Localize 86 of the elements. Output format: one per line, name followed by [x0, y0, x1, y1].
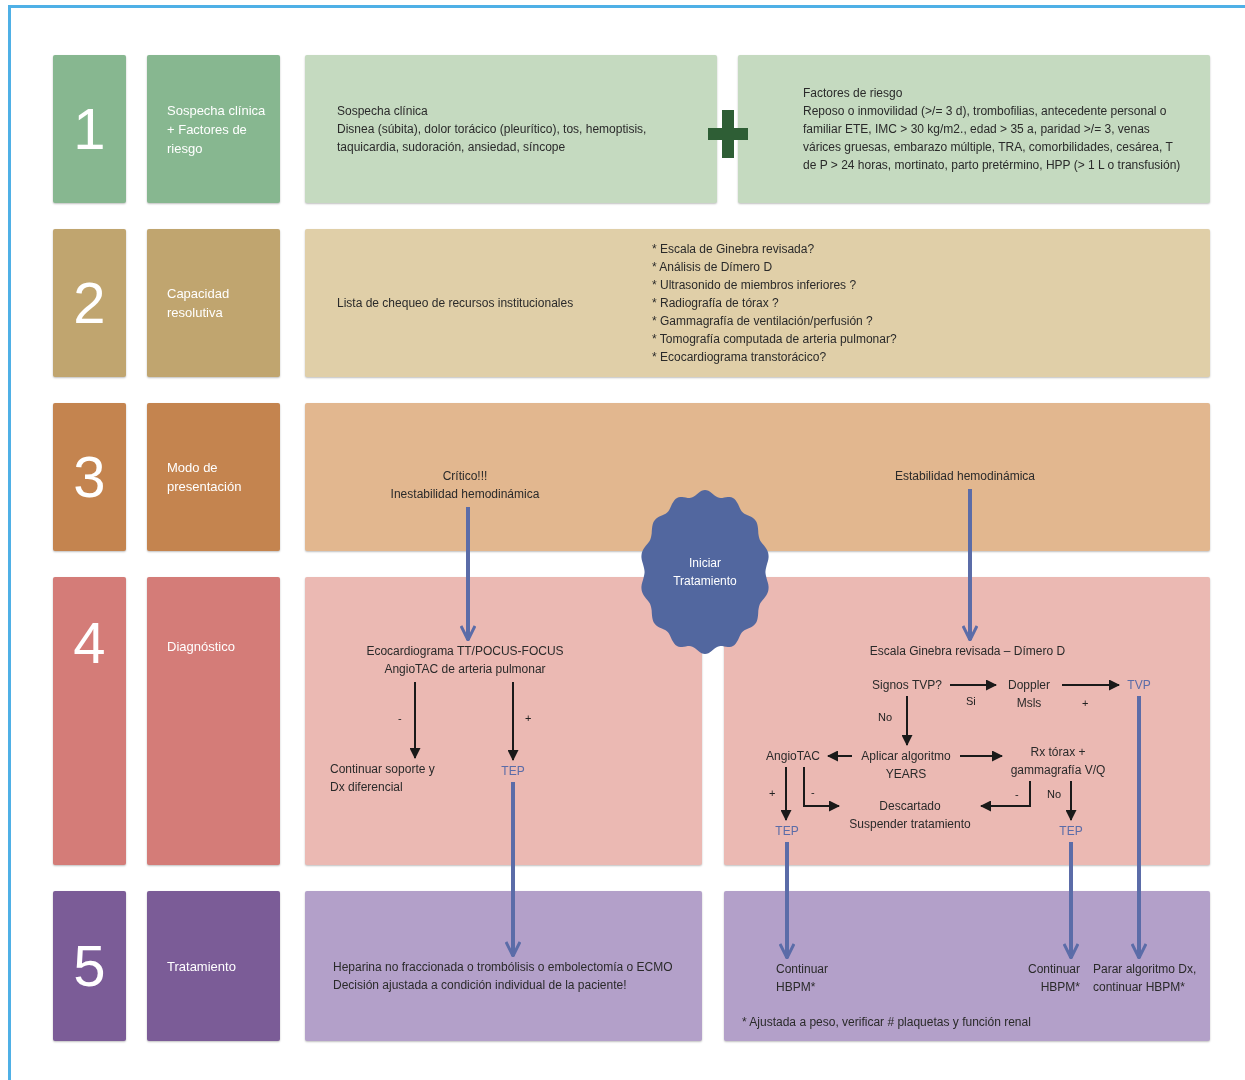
flow-text: TEP	[772, 822, 802, 840]
arrow	[459, 507, 477, 642]
list-item: * Escala de Ginebra revisada?	[652, 241, 816, 258]
list-item: * Análisis de Dímero D	[652, 259, 774, 276]
arrow	[961, 489, 979, 642]
flow-text: AngioTAC	[762, 747, 824, 765]
step-label: Modo de presentación	[167, 459, 243, 496]
arrow	[827, 750, 853, 762]
step-label: Sospecha clínica + Factores de riesgo	[167, 101, 267, 158]
panel-heading: Sospecha clínica	[337, 103, 429, 120]
flow-text: Heparina no fraccionada o trombólisis o embolectomía o ECMO Decisión ajustada a condición individual de la paciente!	[333, 958, 673, 996]
step-label-box	[147, 403, 280, 551]
edge-label: Si	[966, 695, 976, 707]
step-label-box	[147, 891, 280, 1041]
arrow	[1065, 780, 1077, 821]
arrow	[949, 679, 997, 691]
step-box	[53, 55, 126, 203]
flow-text: Estabilidad hemodinámica	[875, 467, 1055, 487]
step-label: Capacidad resolutiva	[167, 285, 231, 322]
arrow	[780, 766, 792, 821]
step-box	[53, 229, 126, 377]
flow-text: Ecocardiograma TT/POCUS-FOCUS AngioTAC de arteria pulmonar	[355, 642, 575, 680]
arrow	[959, 750, 1003, 762]
step-number: 3	[73, 445, 106, 509]
arrow	[504, 782, 522, 958]
arrow	[901, 695, 913, 746]
footnote: * Ajustada a peso, verificar # plaquetas y función renal	[742, 1014, 1031, 1031]
step-label: Diagnóstico	[167, 638, 236, 656]
step-number: 5	[73, 934, 106, 998]
panel	[738, 55, 1210, 203]
list-item: * Tomografía computada de arteria pulmonar?	[652, 331, 897, 348]
step-box	[53, 403, 126, 551]
arrow	[507, 681, 519, 761]
step-number: 4	[73, 611, 106, 675]
step-label: Tratamiento	[167, 957, 237, 976]
badge-text: Iniciar Tratamiento	[672, 555, 738, 590]
edge-label: -	[1015, 788, 1019, 800]
list-item: * Gammagrafía de ventilación/perfusión ?	[652, 313, 874, 330]
flow-text: TVP	[1123, 676, 1155, 694]
flow-text: Descartado Suspender tratamiento	[843, 797, 977, 833]
arrow	[1130, 696, 1148, 960]
panel-text: Disnea (súbita), dolor torácico (pleurítico), tos, hemoptisis, taquicardia, sudoración, ansiedad, síncope	[337, 121, 648, 156]
step-label-box	[147, 55, 280, 203]
step-label-box	[147, 229, 280, 377]
list-item: * Ultrasonido de miembros inferiores ?	[652, 277, 858, 294]
step-box	[53, 891, 126, 1041]
flow-text: TEP	[1056, 822, 1086, 840]
flow-text: Doppler Msls	[1000, 676, 1058, 714]
step-number: 2	[73, 271, 106, 335]
edge-label: No	[1047, 788, 1062, 800]
edge-label: -	[398, 712, 402, 724]
panel	[305, 55, 717, 203]
arrow	[409, 681, 421, 759]
edge-label: +	[525, 712, 532, 724]
flow-text: Continuar HBPM*	[1018, 960, 1080, 996]
flow-text: Escala Ginebra revisada – Dímero D	[855, 642, 1080, 662]
flow-text: Continuar soporte y Dx diferencial	[330, 760, 450, 798]
panel	[724, 891, 1210, 1041]
flow-text: Crítico!!! Inestabilidad hemodinámica	[370, 467, 560, 505]
panel-text: Lista de chequeo de recursos institucionales	[337, 295, 575, 312]
edge-label: +	[1082, 697, 1089, 709]
panel	[305, 403, 1210, 551]
flow-text: Aplicar algoritmo YEARS	[856, 747, 956, 783]
flow-text: Signos TVP?	[868, 676, 946, 694]
panel	[305, 891, 702, 1041]
list-item: * Radiografía de tórax ?	[652, 295, 780, 312]
arrow	[778, 842, 796, 960]
arrow	[1062, 842, 1080, 960]
arrow	[803, 766, 840, 812]
flow-text: Rx tórax + gammagrafía V/Q	[1006, 743, 1110, 779]
starburst-badge	[640, 490, 770, 654]
step-number: 1	[73, 97, 106, 161]
step-label-box	[147, 577, 280, 865]
flow-text: TEP	[498, 762, 528, 780]
edge-label: No	[878, 711, 893, 723]
panel-text: Reposo o inmovilidad (>/= 3 d), trombofilias, antecedente personal o familiar ETE, IMC > 30 kg/m2., edad > 35 a, paridad >/= 3, venas várices gruesas, embarazo múltiple, TRA, comorbilidades, cesárea, T de P > 24 horas, mortinato, parto pretérmino, HPP (> 1 L o transfusión)	[803, 103, 1182, 174]
arrow	[1061, 679, 1120, 691]
arrow	[980, 780, 1031, 812]
flow-text: Continuar HBPM*	[776, 960, 836, 996]
panel	[305, 229, 1210, 377]
flow-text: Parar algoritmo Dx, continuar HBPM*	[1093, 960, 1208, 996]
edge-label: -	[811, 786, 815, 798]
panel-heading: Factores de riesgo	[803, 85, 904, 102]
step-box	[53, 577, 126, 865]
edge-label: +	[769, 787, 776, 799]
list-item: * Ecocardiograma transtorácico?	[652, 349, 828, 366]
